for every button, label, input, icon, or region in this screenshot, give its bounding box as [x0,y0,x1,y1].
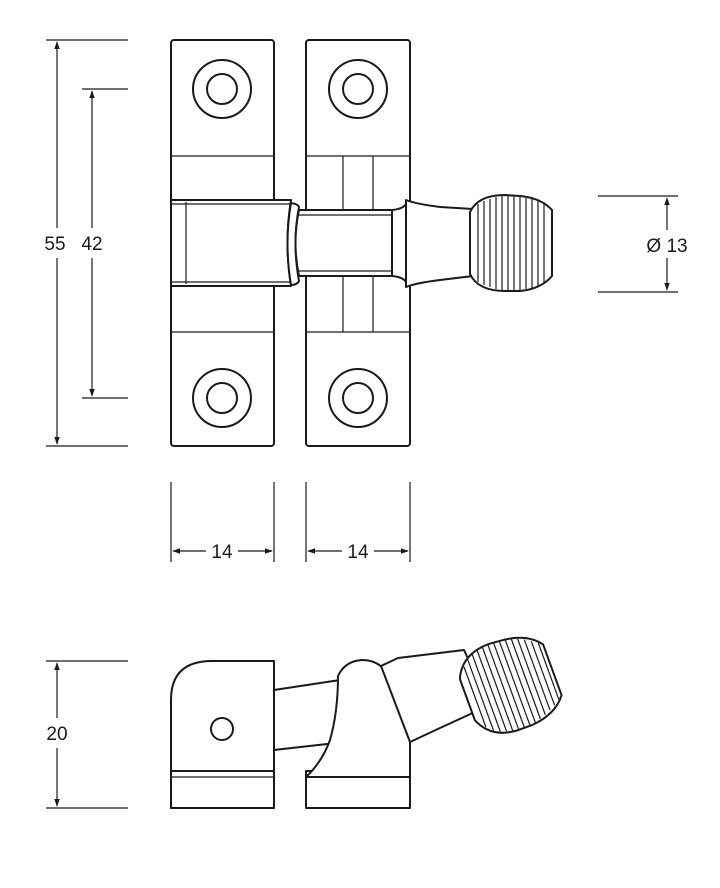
keep-receiver [170,199,300,287]
dimension-side-height: 20 [46,660,128,809]
dimension-left-width: 14 [170,482,275,563]
front-view [170,39,553,447]
dimension-label-14-left: 14 [211,542,233,563]
beehive-knob [469,194,553,292]
side-view [170,636,563,809]
dimension-label-20: 20 [46,724,67,745]
dimension-hole-spacing: 42 [81,88,128,399]
bolt-bar [294,209,393,277]
dimension-overall-height: 55 [44,39,128,447]
dimension-label-55: 55 [44,234,65,255]
dimension-label-42: 42 [81,234,102,255]
right-plate [305,39,411,447]
dimension-right-width: 14 [305,482,411,563]
dimension-label-diameter: Ø 13 [646,236,687,257]
dimension-knob-diameter: Ø 13 [598,195,688,293]
side-beehive-knob [458,636,563,734]
side-keep [170,660,275,809]
knob-neck [391,199,474,288]
dimension-label-14-right: 14 [347,542,369,563]
